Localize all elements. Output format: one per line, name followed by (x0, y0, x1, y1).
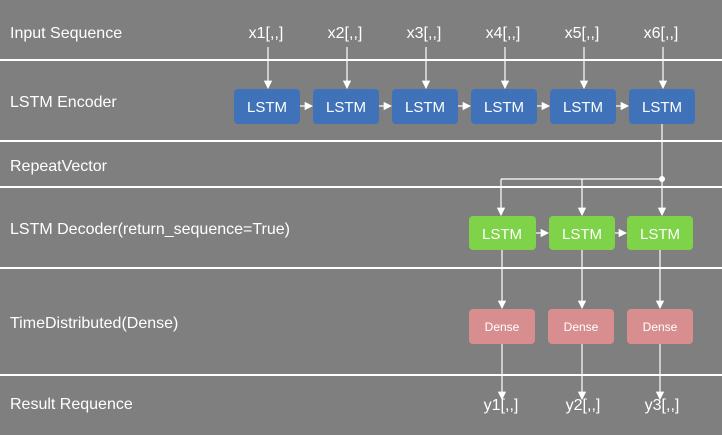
output-label: y2[,,] (566, 397, 601, 414)
decoder-cell-label: LSTM (562, 226, 602, 243)
input-label: x5[,,] (565, 25, 600, 42)
row-labels: Input Sequence LSTM Encoder RepeatVector… (10, 25, 290, 413)
decoder-cell-label: LSTM (640, 226, 680, 243)
decoder-cell-box (469, 216, 536, 250)
encoder-cell-box (234, 89, 300, 124)
row-label-lstm-encoder: LSTM Encoder (10, 94, 117, 111)
encoder-lstm-cell: LSTM (313, 89, 379, 124)
input-label: x2[,,] (328, 25, 363, 42)
decoder-cell-box (549, 216, 615, 250)
row-separators (0, 59, 722, 376)
encoder-cell-box (471, 89, 537, 124)
dense-cell-box (627, 309, 693, 344)
input-labels: x1[,,] x2[,,] x3[,,] x4[,,] x5[,,] x6[,,… (249, 25, 679, 42)
dense-cell-box (548, 309, 614, 344)
output-label: y3[,,] (645, 397, 680, 414)
row-label-input-sequence: Input Sequence (10, 25, 122, 42)
encoder-cell-label: LSTM (405, 99, 445, 116)
decoder-cells: LSTM LSTM LSTM (469, 216, 693, 250)
dense-cell-label: Dense (485, 320, 520, 334)
row-label-time-distributed: TimeDistributed(Dense) (10, 315, 178, 332)
dense-cell-label: Dense (643, 320, 678, 334)
decoder-cell-label: LSTM (482, 226, 522, 243)
row-label-lstm-decoder: LSTM Decoder(return_sequence=True) (10, 221, 290, 238)
decoder-lstm-cell: LSTM (627, 216, 693, 250)
encoder-lstm-cell: LSTM (550, 89, 616, 124)
input-label: x4[,,] (486, 25, 521, 42)
encoder-cell-label: LSTM (642, 99, 682, 116)
encoder-cell-box (629, 89, 695, 124)
encoder-cell-label: LSTM (563, 99, 603, 116)
input-label: x3[,,] (407, 25, 442, 42)
decoder-lstm-cell: LSTM (469, 216, 536, 250)
input-arrows (263, 47, 668, 90)
encoder-cells: LSTM LSTM LSTM LSTM LSTM LSTM (234, 89, 695, 124)
row-label-result-sequence: Result Requence (10, 396, 133, 413)
dense-cell-label: Dense (564, 320, 599, 334)
dense-cell: Dense (548, 309, 614, 344)
row-label-repeat-vector: RepeatVector (10, 158, 108, 175)
repeat-vector-connector (496, 124, 667, 217)
output-label: y1[,,] (484, 397, 519, 414)
encoder-cell-label: LSTM (247, 99, 287, 116)
encoder-cell-label: LSTM (484, 99, 524, 116)
encoder-lstm-cell: LSTM (234, 89, 300, 124)
input-label: x6[,,] (644, 25, 679, 42)
dense-cells: Dense Dense Dense (469, 309, 693, 344)
encoder-lstm-cell: LSTM (471, 89, 537, 124)
dense-to-output-arrows (497, 344, 665, 401)
output-labels: y1[,,] y2[,,] y3[,,] (484, 397, 680, 414)
encoder-cell-box (392, 89, 458, 124)
encoder-cell-label: LSTM (326, 99, 366, 116)
repeat-junction-dot (659, 176, 665, 182)
encoder-lstm-cell: LSTM (629, 89, 695, 124)
dense-cell: Dense (469, 309, 535, 344)
encoder-lstm-cell: LSTM (392, 89, 458, 124)
decoder-lstm-cell: LSTM (549, 216, 615, 250)
input-label: x1[,,] (249, 25, 284, 42)
dense-cell-box (469, 309, 535, 344)
encoder-cell-box (313, 89, 379, 124)
encoder-cell-box (550, 89, 616, 124)
dense-cell: Dense (627, 309, 693, 344)
decoder-cell-box (627, 216, 693, 250)
decoder-to-dense-arrows (497, 250, 665, 310)
